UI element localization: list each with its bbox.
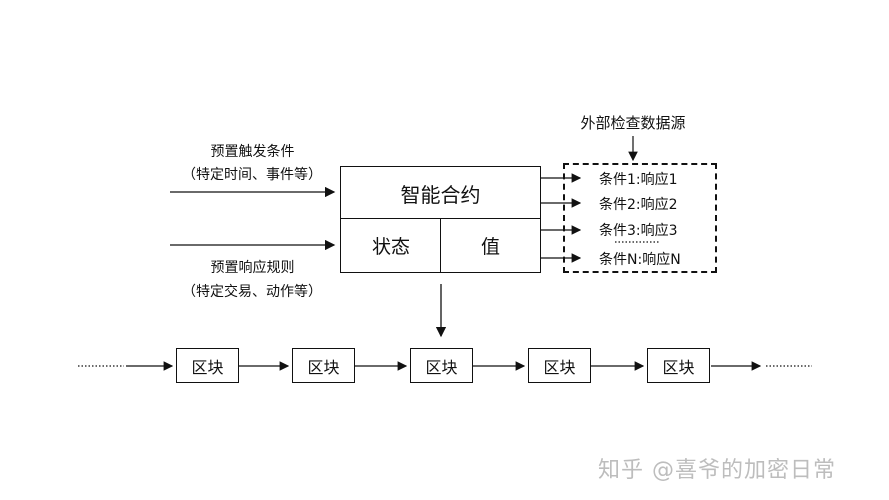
condition-1: 条件1:响应1 <box>599 172 678 188</box>
block-label: 区块 <box>543 357 576 377</box>
block-label: 区块 <box>662 357 695 377</box>
watermark: 知乎 @喜爷的加密日常 <box>598 458 836 483</box>
block-label: 区块 <box>425 357 458 377</box>
contract-state-label: 状态 <box>371 236 410 258</box>
contract-value-label: 值 <box>480 236 500 258</box>
block-4: 区块 <box>528 348 591 383</box>
condition-3: 条件3:响应3 <box>599 223 678 239</box>
trigger-title: 预置触发条件 <box>210 144 295 160</box>
block-label: 区块 <box>191 357 224 377</box>
block-5: 区块 <box>647 348 710 383</box>
smart-contract-box: 智能合约 <box>340 166 541 220</box>
smart-contract-title: 智能合约 <box>400 182 481 207</box>
block-label: 区块 <box>307 357 340 377</box>
block-3: 区块 <box>410 348 473 383</box>
condition-n: 条件N:响应N <box>599 252 681 268</box>
block-1: 区块 <box>176 348 239 383</box>
external-source-label: 外部检查数据源 <box>580 114 686 132</box>
condition-2: 条件2:响应2 <box>599 197 678 213</box>
block-2: 区块 <box>292 348 355 383</box>
contract-value-cell: 值 <box>440 218 541 273</box>
trigger-detail: （特定时间、事件等） <box>182 167 322 183</box>
conditions-box <box>563 163 717 273</box>
response-detail: （特定交易、动作等） <box>182 284 322 300</box>
response-title: 预置响应规则 <box>210 260 295 276</box>
contract-state-cell: 状态 <box>340 218 442 273</box>
